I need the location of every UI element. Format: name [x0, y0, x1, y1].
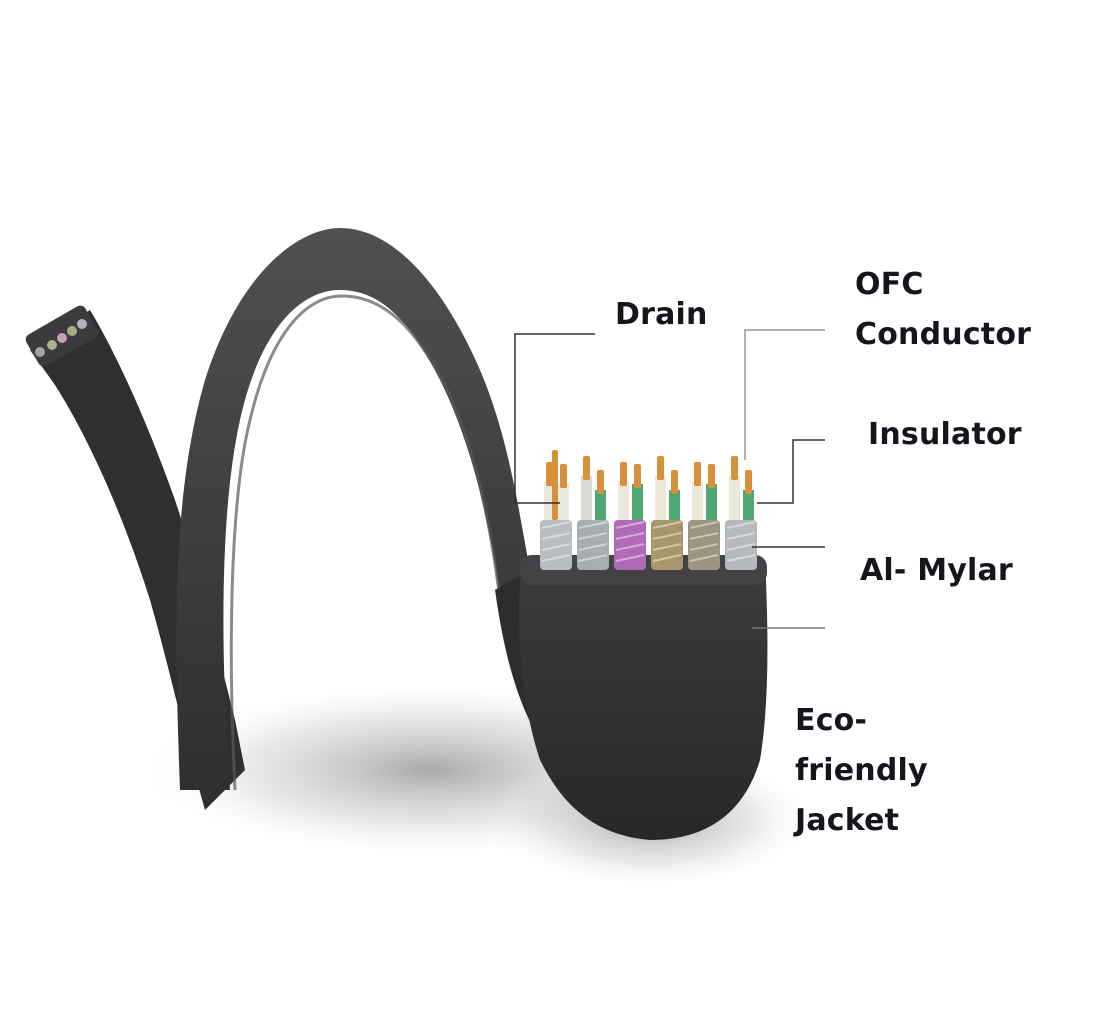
drain-wire	[552, 450, 558, 520]
label-jacket-line1: Eco-	[795, 703, 868, 738]
foil-texture	[652, 543, 682, 551]
al-mylar-shield	[688, 520, 720, 570]
wire-conductor	[620, 462, 627, 486]
wire-insulator	[544, 482, 555, 530]
wire-insulator	[558, 484, 569, 530]
wire-conductor	[745, 470, 752, 494]
label-jacket: Eco- friendly Jacket	[795, 696, 928, 846]
wire-conductor	[731, 456, 738, 480]
wire-insulator	[655, 476, 666, 530]
foil-texture	[652, 554, 682, 562]
al-mylar-shield	[614, 520, 646, 570]
wire-conductor	[694, 462, 701, 486]
al-mylar-shield	[651, 520, 683, 570]
wire-pair	[688, 462, 720, 570]
wire-pair	[540, 450, 572, 570]
al-mylar-shield	[540, 520, 572, 570]
label-ofc-conductor: OFC Conductor	[855, 260, 1031, 360]
al-mylar-shield	[725, 520, 757, 570]
wire-insulator	[618, 482, 629, 530]
wire-insulator	[729, 476, 740, 530]
wire-pair	[651, 456, 683, 570]
foil-texture	[689, 554, 719, 562]
wire-pair	[725, 456, 757, 570]
wire-insulator	[595, 490, 606, 530]
foil-texture	[578, 554, 608, 562]
foil-texture	[578, 532, 608, 540]
label-jacket-line2: friendly	[795, 753, 928, 788]
foil-texture	[578, 521, 608, 529]
cable-segment-arch	[176, 228, 530, 790]
wire-conductor	[583, 456, 590, 480]
foil-texture	[615, 543, 645, 551]
label-insulator: Insulator	[868, 417, 1022, 452]
wire-insulator	[692, 482, 703, 530]
foil-texture	[615, 521, 645, 529]
foil-texture	[615, 554, 645, 562]
leader-lines	[514, 329, 825, 629]
label-drain: Drain	[615, 297, 708, 332]
al-mylar-shield	[577, 520, 609, 570]
foil-texture	[689, 521, 719, 529]
label-jacket-line3: Jacket	[795, 803, 900, 838]
foil-texture	[726, 532, 756, 540]
leader-line-ofc-conductor	[744, 329, 825, 460]
foil-texture	[652, 521, 682, 529]
cable-arch-edge	[229, 294, 502, 791]
wire-insulator	[743, 490, 754, 530]
wire-conductor	[657, 456, 664, 480]
cable-end-left	[25, 305, 99, 367]
label-ofc-line2: Conductor	[855, 317, 1032, 352]
foil-texture	[689, 543, 719, 551]
label-al-mylar: Al- Mylar	[860, 553, 1013, 588]
foil-texture	[726, 543, 756, 551]
leader-line-drain	[514, 333, 595, 504]
foil-texture	[689, 532, 719, 540]
foil-texture	[615, 532, 645, 540]
foil-texture	[541, 543, 571, 551]
wire-insulator	[706, 484, 717, 530]
foil-texture	[578, 543, 608, 551]
foil-texture	[726, 521, 756, 529]
wire-pair	[577, 456, 609, 570]
foil-texture	[726, 554, 756, 562]
wire-conductor	[634, 464, 641, 488]
leader-line-insulator	[757, 439, 825, 504]
wire-conductor	[671, 470, 678, 494]
foil-texture	[541, 521, 571, 529]
wire-conductor	[597, 470, 604, 494]
foil-texture	[652, 532, 682, 540]
foil-texture	[541, 554, 571, 562]
label-ofc-line1: OFC	[855, 267, 924, 302]
foil-texture	[541, 532, 571, 540]
wire-conductor	[560, 464, 567, 488]
wire-insulator	[632, 484, 643, 530]
wire-pair	[614, 462, 646, 570]
wire-pairs	[540, 450, 757, 570]
wire-conductor	[546, 462, 553, 486]
wire-conductor	[708, 464, 715, 488]
wire-insulator	[669, 490, 680, 530]
wire-insulator	[581, 476, 592, 530]
